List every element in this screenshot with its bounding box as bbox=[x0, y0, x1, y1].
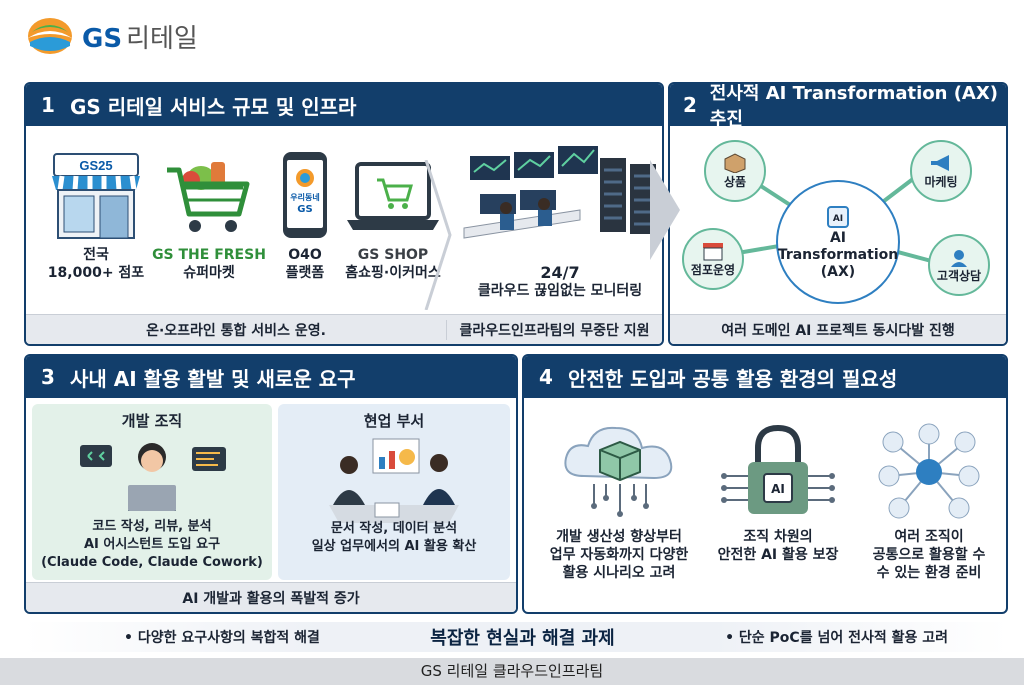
page-footer: GS 리테일 클라우드인프라팀 bbox=[0, 658, 1024, 685]
panel-number: 4 bbox=[539, 365, 553, 389]
ai-center-l2: Transformation bbox=[777, 246, 899, 263]
storefront-icon bbox=[703, 242, 723, 260]
panel-title: 안전한 도입과 공통 활용 환경의 필요성 bbox=[568, 366, 898, 391]
ai-node-product: 상품 bbox=[704, 140, 766, 202]
developer-laptop-icon bbox=[80, 443, 226, 511]
summary-left: • 다양한 요구사항의 복합적 해결 bbox=[124, 630, 320, 646]
monitoring-item: 24/7 클라우드 끊임없는 모니터링 bbox=[454, 140, 662, 300]
store-item: GS25 전국 18,000+ 점포 bbox=[44, 150, 148, 282]
panel-safe-adoption: 4 안전한 도입과 공통 활용 환경의 필요성 개발 생산성 향상부터 업무 자동… bbox=[522, 354, 1008, 614]
security-l1: 조직 차원의 bbox=[743, 529, 813, 545]
ai-node-label: 고객상담 bbox=[936, 268, 982, 283]
panel2-footer: 여러 도메인 AI 프로젝트 동시다발 진행 bbox=[670, 314, 1006, 344]
supermarket-label-1: GS THE FRESH bbox=[152, 247, 266, 263]
store-label-1: 전국 bbox=[83, 247, 109, 263]
ai-center-node: AI AI Transformation (AX) bbox=[776, 180, 900, 304]
logo-name: 리테일 bbox=[126, 23, 198, 54]
scenario-l3: 활용 시나리오 고려 bbox=[562, 565, 676, 581]
store-label-2: 18,000+ 점포 bbox=[47, 265, 145, 281]
business-dept-box: 현업 부서 문서 작성, 데이터 분석 일상 업무에서의 AI 활용 확산 bbox=[278, 404, 510, 580]
gs-shop-label-1: GS SHOP bbox=[357, 247, 429, 263]
gs-shop-label-2: 홈쇼핑·이커머스 bbox=[345, 265, 441, 281]
scenario-item: 개발 생산성 향상부터 업무 자동화까지 다양한 활용 시나리오 고려 bbox=[534, 420, 704, 582]
dev-org-box: 개발 조직 코드 작성, 리뷰, 분석 AI 어시스턴트 도입 요구 (Clau… bbox=[32, 404, 272, 580]
panel1-footer-left: 온·오프라인 통합 서비스 운영. bbox=[146, 322, 326, 339]
ai-center-l1: AI bbox=[829, 229, 847, 246]
headset-agent-icon bbox=[951, 249, 967, 267]
ai-chip-label: AI bbox=[833, 214, 843, 224]
monitoring-room-icon bbox=[463, 146, 656, 239]
o4o-label-2: 플랫폼 bbox=[285, 265, 325, 281]
shopping-cart-icon bbox=[167, 162, 250, 232]
scenario-l1: 개발 생산성 향상부터 bbox=[556, 529, 682, 545]
o4o-label-1: O4O bbox=[288, 247, 322, 263]
panel-number: 2 bbox=[682, 93, 697, 117]
biz-desc-2: 일상 업무에서의 AI 활용 확산 bbox=[311, 539, 477, 554]
panel-title: 사내 AI 활용 활발 및 새로운 요구 bbox=[70, 366, 356, 391]
cloud-box-icon bbox=[564, 426, 673, 517]
summary-center: 복잡한 현실과 해결 과제 bbox=[430, 628, 615, 649]
panel1-footer: 온·오프라인 통합 서비스 운영. 클라우드인프라팀의 무중단 지원 bbox=[26, 314, 662, 344]
dev-desc-1: 코드 작성, 리뷰, 분석 bbox=[92, 519, 212, 534]
megaphone-icon bbox=[931, 154, 949, 171]
app-text-2: GS bbox=[297, 204, 312, 215]
dev-org-desc: 코드 작성, 리뷰, 분석 AI 어시스턴트 도입 요구 (Claude Cod… bbox=[32, 518, 272, 572]
laptop-cart-icon bbox=[347, 162, 439, 230]
smartphone-icon: 우리동네 GS bbox=[283, 152, 327, 238]
panel-title: GS 리테일 서비스 규모 및 인프라 bbox=[70, 94, 357, 119]
padlock-ai-icon: AI bbox=[721, 424, 835, 514]
gs-logo-icon bbox=[28, 18, 72, 54]
panel-ai-transformation: 2 전사적 AI Transformation (AX) 추진 AI AI Tra… bbox=[668, 82, 1008, 346]
panel1-footer-right: 클라우드인프라팀의 무중단 지원 bbox=[446, 319, 662, 340]
supermarket-item: GS THE FRESH 슈퍼마켓 bbox=[150, 150, 268, 282]
security-l2: 안전한 AI 활용 보장 bbox=[717, 547, 839, 563]
dev-desc-2: AI 어시스턴트 도입 요구 bbox=[83, 537, 221, 552]
app-text-1: 우리동네 bbox=[290, 192, 319, 202]
box-icon bbox=[724, 152, 746, 173]
panel-number: 3 bbox=[41, 365, 55, 389]
common-env-l1: 여러 조직이 bbox=[894, 529, 964, 545]
logo-brand: GS bbox=[82, 23, 123, 54]
biz-desc-1: 문서 작성, 데이터 분석 bbox=[330, 521, 458, 536]
gs-shop-item: GS SHOP 홈쇼핑·이커머스 bbox=[336, 150, 450, 282]
convenience-store-icon: GS25 bbox=[52, 153, 140, 239]
summary-band: • 다양한 요구사항의 복합적 해결 복잡한 현실과 해결 과제 • 단순 Po… bbox=[24, 622, 1008, 652]
panel-number: 1 bbox=[41, 93, 55, 117]
ai-node-label: 점포운영 bbox=[690, 262, 736, 277]
o4o-item: 우리동네 GS O4O 플랫폼 bbox=[270, 150, 340, 282]
business-dept-desc: 문서 작성, 데이터 분석 일상 업무에서의 AI 활용 확산 bbox=[278, 520, 510, 556]
common-env-l3: 수 있는 환경 준비 bbox=[876, 565, 982, 581]
ai-node-label: 마케팅 bbox=[924, 174, 958, 189]
padlock-chip-label: AI bbox=[771, 482, 785, 496]
ai-node-label: 상품 bbox=[723, 174, 747, 189]
ai-node-customer-support: 고객상담 bbox=[928, 234, 990, 296]
people-network-icon bbox=[878, 423, 980, 519]
monitoring-line-1: 24/7 bbox=[540, 263, 580, 282]
scenario-l2: 업무 자동화까지 다양한 bbox=[549, 547, 689, 563]
ai-node-marketing: 마케팅 bbox=[910, 140, 972, 202]
summary-right: • 단순 PoC를 넘어 전사적 활용 고려 bbox=[725, 630, 948, 646]
common-env-l2: 공통으로 활용할 수 bbox=[872, 547, 986, 563]
business-dept-title: 현업 부서 bbox=[363, 412, 425, 430]
ai-chip-icon: AI bbox=[827, 205, 849, 228]
store-sign: GS25 bbox=[79, 158, 112, 173]
dev-desc-3: (Claude Code, Claude Cowork) bbox=[41, 555, 263, 570]
panel-internal-ai-usage: 3 사내 AI 활용 활발 및 새로운 요구 개발 조직 코드 작성, 리뷰, 분… bbox=[24, 354, 518, 614]
panel-title: 전사적 AI Transformation (AX) 추진 bbox=[709, 83, 998, 130]
section-divider-arrow bbox=[424, 160, 452, 310]
supermarket-label-2: 슈퍼마켓 bbox=[183, 265, 235, 281]
meeting-people-icon bbox=[329, 438, 459, 523]
ai-center-l3: (AX) bbox=[820, 263, 856, 280]
dev-org-title: 개발 조직 bbox=[121, 412, 183, 430]
ai-node-store-ops: 점포운영 bbox=[682, 228, 744, 290]
monitoring-line-2: 클라우드 끊임없는 모니터링 bbox=[477, 283, 643, 299]
panel-arrow-icon bbox=[650, 160, 680, 260]
panel3-footer: AI 개발과 활용의 폭발적 증가 bbox=[26, 582, 516, 612]
security-item: AI 조직 차원의 안전한 AI 활용 보장 bbox=[704, 420, 852, 564]
common-env-item: 여러 조직이 공통으로 활용할 수 수 있는 환경 준비 bbox=[854, 420, 1004, 582]
